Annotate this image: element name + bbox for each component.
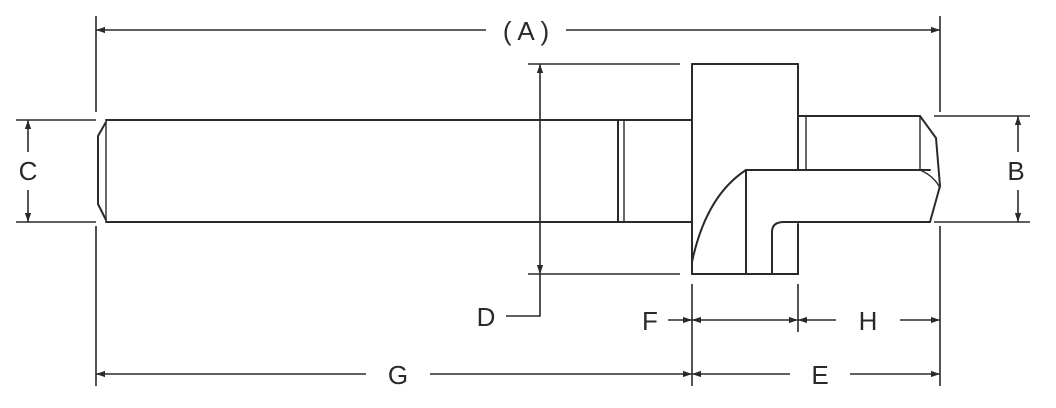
dimension-labels: ( A ) C B D F H G E xyxy=(19,16,1025,390)
label-f: F xyxy=(642,306,658,336)
counterbore-tool-outline xyxy=(97,63,941,275)
label-b: B xyxy=(1007,156,1024,186)
leader-d xyxy=(506,274,541,317)
pilot xyxy=(797,115,941,223)
label-e: E xyxy=(811,360,828,390)
label-d: D xyxy=(477,302,496,332)
cutter-head xyxy=(691,63,931,275)
label-c: C xyxy=(19,156,38,186)
label-a: ( A ) xyxy=(503,16,549,46)
label-h: H xyxy=(859,306,878,336)
shank xyxy=(97,119,693,223)
dimensions xyxy=(16,16,1030,386)
label-g: G xyxy=(388,360,408,390)
